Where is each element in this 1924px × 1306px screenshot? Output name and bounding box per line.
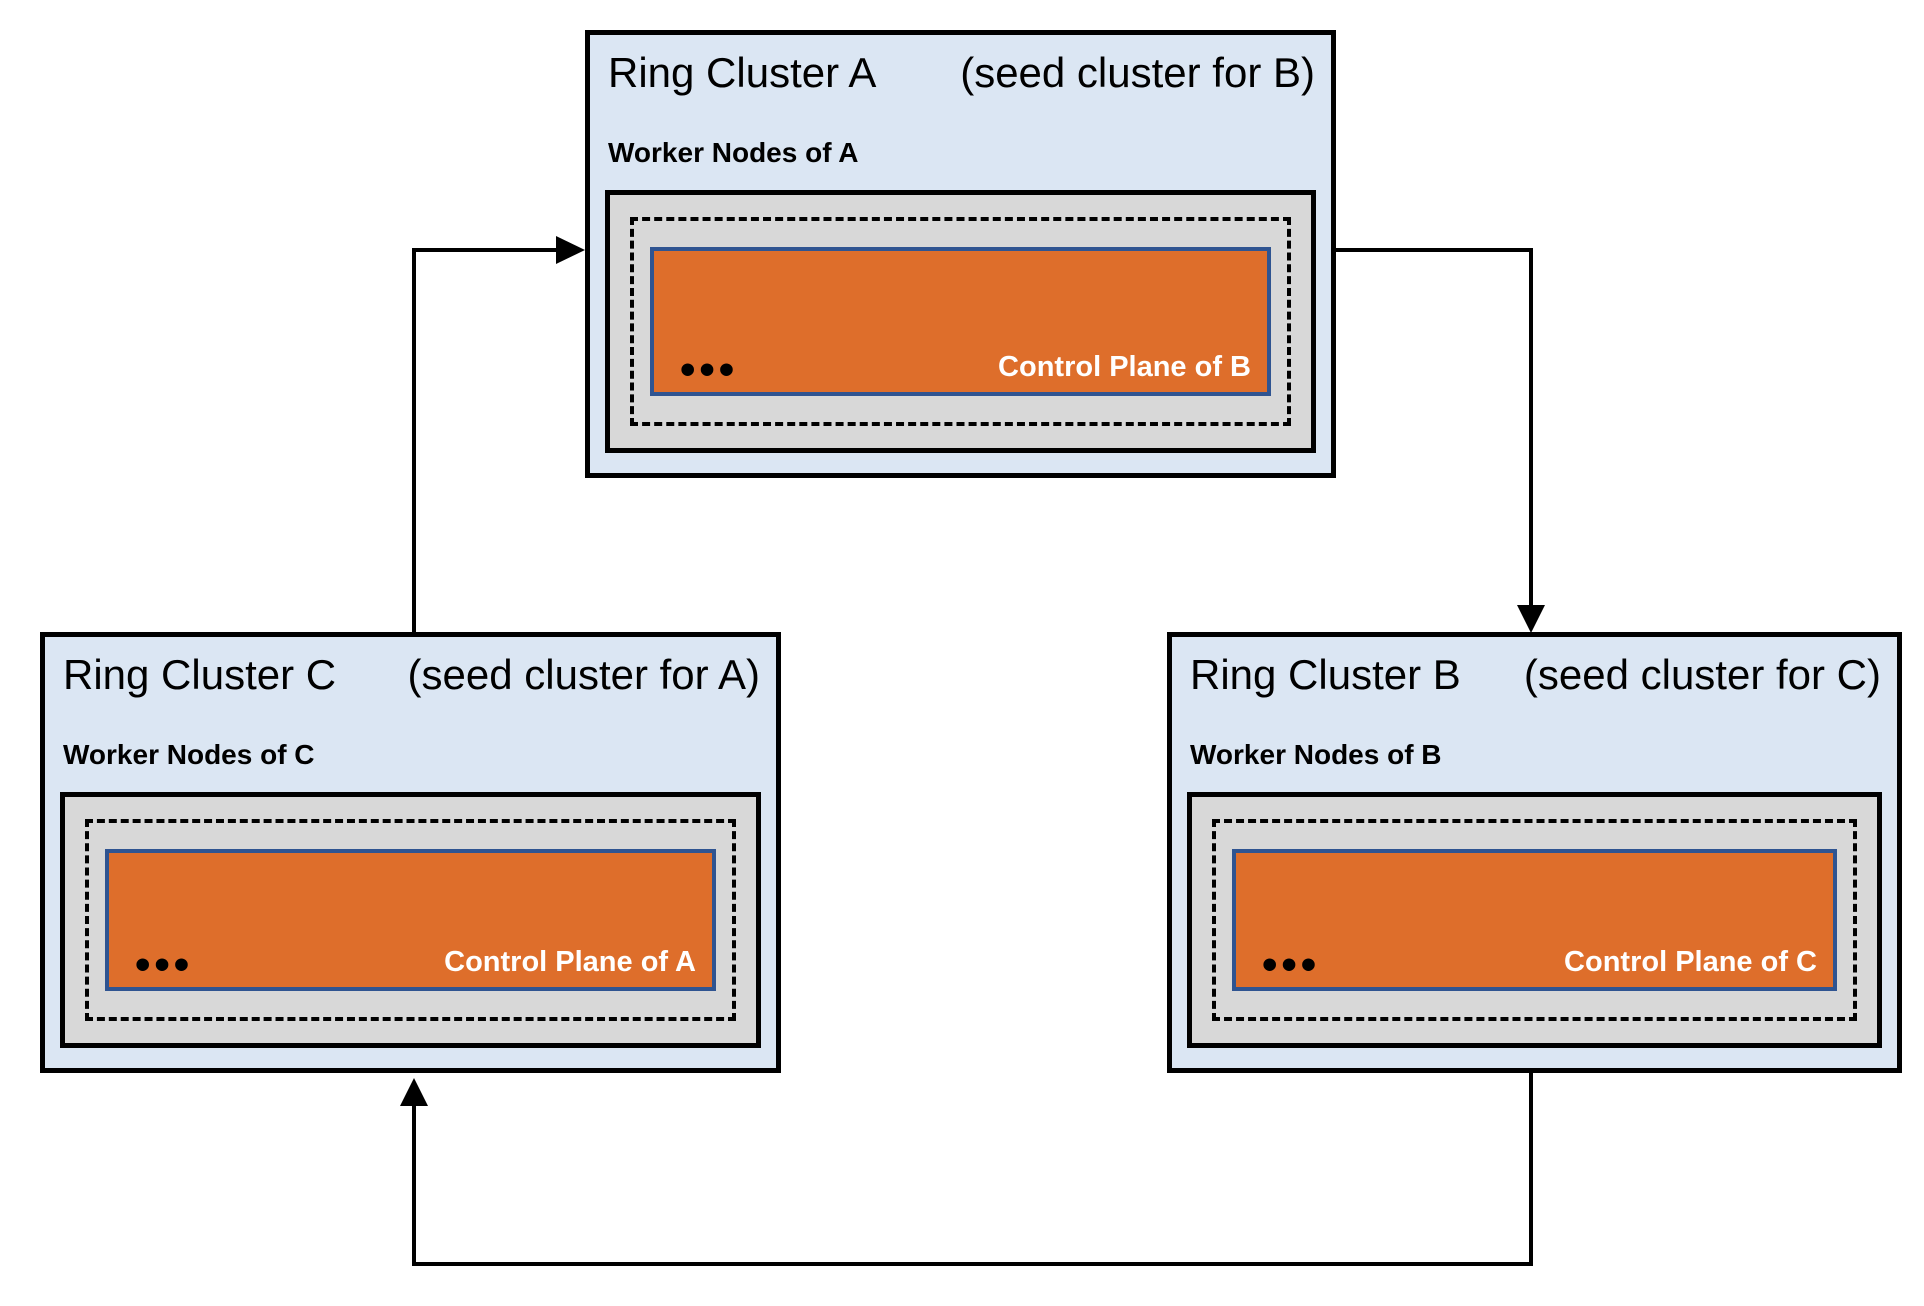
control-plane-box: ••• Control Plane of B xyxy=(650,247,1271,396)
arrow-c-to-a-head xyxy=(556,236,585,264)
control-plane-row: ••• Control Plane of B xyxy=(680,345,1251,394)
control-plane-label: Control Plane of B xyxy=(998,350,1251,383)
cluster-subtitle: (seed cluster for C) xyxy=(1523,651,1881,698)
arrow-a-to-b xyxy=(1336,248,1545,633)
control-plane-label: Control Plane of C xyxy=(1564,945,1817,978)
arrow-a-to-b-line xyxy=(1336,248,1533,605)
cluster-title: Ring Cluster B xyxy=(1190,651,1461,698)
cluster-b-title-row: Ring Cluster B (seed cluster for C) xyxy=(1190,651,1881,699)
arrow-c-to-a xyxy=(412,236,585,632)
cluster-c: Ring Cluster C (seed cluster for A) Work… xyxy=(40,632,781,1073)
control-plane-row: ••• Control Plane of A xyxy=(135,940,696,989)
arrow-b-to-c-head xyxy=(400,1078,428,1106)
control-plane-row: ••• Control Plane of C xyxy=(1262,940,1817,989)
control-plane-box: ••• Control Plane of A xyxy=(105,849,716,991)
cluster-c-title-row: Ring Cluster C (seed cluster for A) xyxy=(63,651,760,699)
cluster-title: Ring Cluster A xyxy=(608,49,877,96)
worker-nodes-box: ••• Control Plane of C xyxy=(1187,792,1882,1048)
control-plane-box: ••• Control Plane of C xyxy=(1232,849,1837,991)
worker-nodes-box: ••• Control Plane of A xyxy=(60,792,761,1048)
cluster-a: Ring Cluster A (seed cluster for B) Work… xyxy=(585,30,1336,478)
worker-nodes-label: Worker Nodes of B xyxy=(1190,739,1442,770)
ellipsis-dots: ••• xyxy=(1262,940,1321,989)
arrow-c-to-a-line xyxy=(412,248,556,632)
ellipsis-dots: ••• xyxy=(680,345,739,394)
worker-nodes-box: ••• Control Plane of B xyxy=(605,190,1316,453)
cluster-subtitle: (seed cluster for B) xyxy=(960,49,1315,96)
dashed-boundary: ••• Control Plane of A xyxy=(85,819,736,1021)
cluster-a-title-row: Ring Cluster A (seed cluster for B) xyxy=(608,49,1315,97)
cluster-b: Ring Cluster B (seed cluster for C) Work… xyxy=(1167,632,1902,1073)
arrow-b-to-c-line xyxy=(412,1073,1533,1266)
arrow-b-to-c xyxy=(400,1073,1533,1266)
cluster-subtitle: (seed cluster for A) xyxy=(407,651,760,698)
control-plane-label: Control Plane of A xyxy=(444,945,696,978)
worker-nodes-label: Worker Nodes of C xyxy=(63,739,315,770)
arrow-a-to-b-head xyxy=(1517,605,1545,633)
dashed-boundary: ••• Control Plane of C xyxy=(1212,819,1857,1021)
cluster-title: Ring Cluster C xyxy=(63,651,337,698)
ellipsis-dots: ••• xyxy=(135,940,194,989)
dashed-boundary: ••• Control Plane of B xyxy=(630,217,1291,426)
worker-nodes-label: Worker Nodes of A xyxy=(608,137,859,168)
